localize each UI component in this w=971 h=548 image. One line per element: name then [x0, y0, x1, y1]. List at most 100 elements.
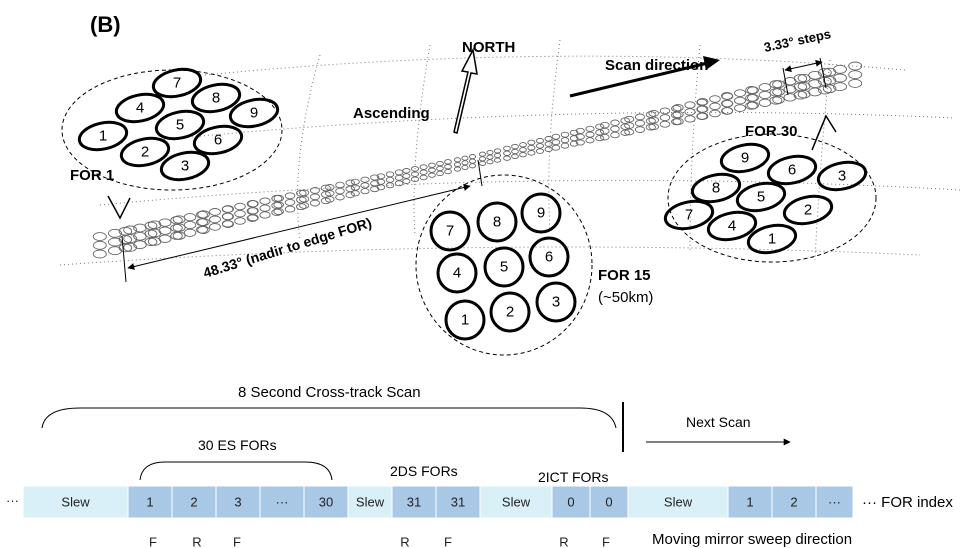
cell-label: 1 [746, 495, 753, 510]
swath-footprint [610, 131, 620, 139]
swath-footprint [394, 180, 404, 187]
swath-footprint [370, 174, 380, 181]
panel-label: (B) [90, 12, 121, 37]
swath-footprint [461, 155, 469, 161]
swath-footprint [360, 176, 370, 183]
swath-footprint [478, 151, 487, 157]
swath-footprint [259, 204, 271, 212]
for1-fov-circle [154, 109, 206, 141]
swath-footprint [209, 215, 221, 224]
for30-fov-number: 7 [685, 207, 693, 224]
for1-fov-circle [190, 82, 242, 114]
swath-footprint [721, 107, 733, 115]
swath-footprint [284, 192, 296, 200]
swath-footprint [503, 155, 511, 161]
swath-footprint [436, 160, 444, 167]
for15-size-label: (~50km) [598, 289, 653, 306]
swath-footprint [519, 152, 527, 158]
swath-footprint [600, 121, 610, 129]
for1-fov-number: 5 [176, 117, 184, 134]
swath-footprint [817, 76, 832, 86]
for30-fov-number: 8 [712, 180, 720, 197]
for15-fov-number: 3 [552, 294, 560, 311]
swath-footprint [209, 223, 221, 231]
swath-footprint [453, 157, 462, 163]
swath-footprint [410, 176, 420, 183]
swath-footprint [234, 202, 246, 211]
swath-footprint [769, 80, 783, 89]
swath-footprint [672, 110, 684, 119]
swath-footprint [284, 198, 296, 206]
swath-footprint [808, 87, 822, 97]
for30-pointer [811, 114, 837, 151]
swath-footprint [848, 78, 863, 88]
cell-label: 31 [451, 495, 465, 510]
swath-footprint [183, 228, 197, 237]
swath-footprint [92, 232, 107, 242]
swath-footprint [486, 159, 494, 165]
swath-footprint [833, 64, 847, 74]
for15-fov-circle [436, 252, 478, 294]
swath-footprint [478, 156, 487, 162]
swath-footprint [436, 165, 444, 172]
swath-footprint [709, 102, 721, 111]
swath-footprint [684, 101, 696, 109]
swath-footprint [648, 109, 659, 117]
for30-fov-number: 6 [788, 162, 796, 179]
swath-footprint [551, 144, 561, 151]
swath-footprint [158, 218, 172, 227]
swath-footprint [817, 85, 832, 95]
swath-footprint [453, 166, 462, 172]
swath-footprint [360, 188, 370, 195]
swath-footprint [376, 173, 386, 180]
for30-fov-number: 3 [838, 168, 846, 185]
swath-footprint [419, 174, 428, 181]
for30-fov-circle [782, 194, 834, 226]
swath-footprint [544, 136, 553, 142]
swath-footprint [402, 173, 411, 179]
sweep-letter: F [149, 535, 157, 548]
swath-footprint [419, 169, 428, 176]
swath-footprint [486, 149, 494, 156]
swath-footprint [350, 190, 360, 197]
for15-fov-circle [528, 236, 570, 278]
scan-title: 8 Second Cross-track Scan [238, 384, 421, 401]
swath-footprint [461, 164, 469, 171]
swath-footprint [535, 143, 545, 149]
es-title: 30 ES FORs [198, 437, 277, 453]
ascending-label: Ascending [353, 105, 430, 122]
for15-callout [415, 174, 593, 356]
for15-fov-circle [429, 210, 471, 252]
for1-fov-number: 9 [250, 105, 258, 122]
swath-footprint [848, 61, 863, 71]
swath-footprint [419, 164, 428, 170]
swath-footprint [234, 209, 246, 218]
swath-footprint [783, 93, 797, 102]
swath-footprint [734, 96, 746, 105]
swath-footprint [519, 142, 527, 148]
swath-footprint [493, 157, 502, 163]
swath-footprint [345, 191, 355, 199]
swath-footprint [92, 249, 107, 259]
swath-footprint [535, 137, 545, 144]
for15-fov-number: 5 [500, 259, 508, 276]
swath-footprint [345, 179, 355, 187]
swath-footprint [519, 147, 527, 153]
swath-footprint [511, 153, 519, 160]
swath-footprint [108, 237, 122, 247]
swath-footprint [402, 178, 411, 184]
swath-footprint [624, 128, 635, 136]
swath-footprint [833, 82, 847, 92]
for30-fov-circle [663, 199, 715, 231]
slew-cell [479, 485, 553, 519]
swath-footprint [108, 228, 122, 238]
swath-footprint [696, 98, 709, 106]
swath-footprint [569, 140, 579, 147]
swath-footprint [428, 162, 436, 168]
swath-footprint [610, 119, 620, 127]
sweep-letter: F [602, 535, 610, 548]
for15-label: FOR 15 [598, 267, 651, 284]
for1-fov-circle [151, 67, 203, 99]
swath-footprint [600, 127, 610, 135]
